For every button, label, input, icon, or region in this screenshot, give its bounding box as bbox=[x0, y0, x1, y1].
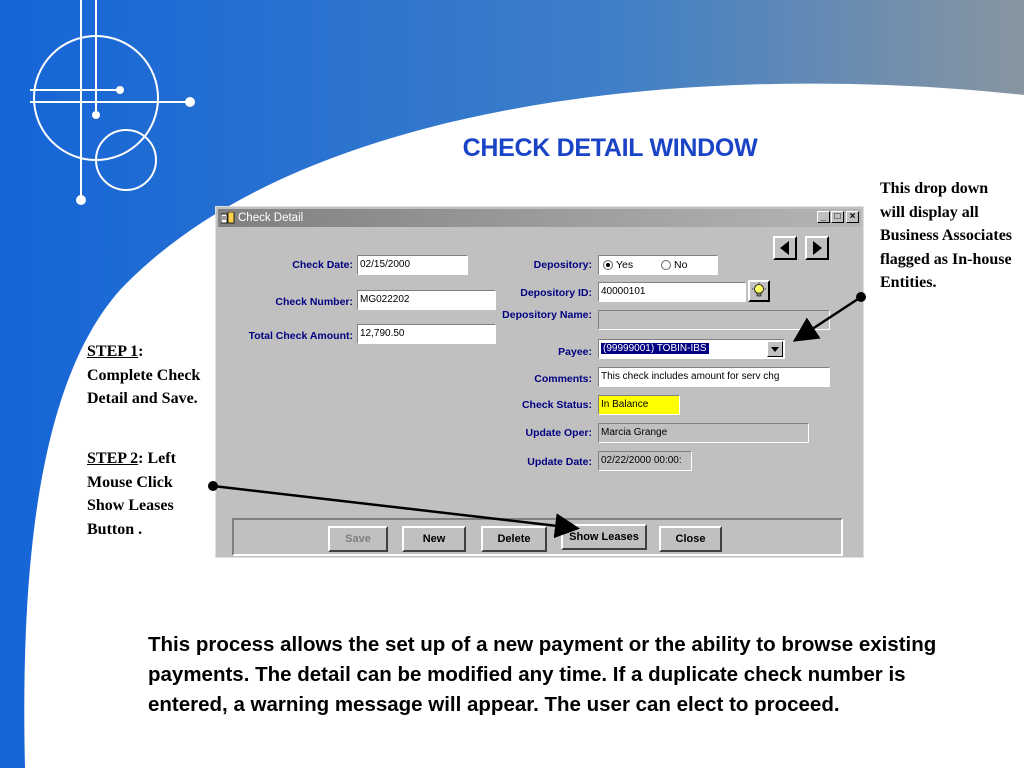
arrow-left-icon bbox=[780, 241, 789, 255]
payee-selected-value: (99999001) TOBIN-IBS bbox=[601, 343, 709, 354]
delete-button[interactable]: Delete bbox=[481, 526, 547, 552]
new-button[interactable]: New bbox=[402, 526, 466, 552]
check-status-label: Check Status: bbox=[521, 399, 592, 411]
previous-record-button[interactable] bbox=[773, 236, 797, 260]
depository-name-label: Depository Name: bbox=[502, 309, 592, 321]
chevron-down-icon bbox=[771, 347, 779, 352]
close-button[interactable]: Close bbox=[659, 526, 722, 552]
save-button[interactable]: Save bbox=[328, 526, 388, 552]
depository-no-label: No bbox=[674, 259, 688, 271]
decorative-circles bbox=[30, 0, 190, 200]
depository-label: Depository: bbox=[533, 259, 592, 271]
depository-id-field[interactable]: 40000101 bbox=[598, 282, 746, 302]
depository-radio-group: Yes No bbox=[598, 255, 718, 275]
check-number-label: Check Number: bbox=[275, 296, 353, 308]
dropdown-callout-note: This drop down will display all Business… bbox=[880, 180, 1013, 291]
depository-lookup-button[interactable] bbox=[748, 280, 770, 302]
window-title: Check Detail bbox=[238, 212, 304, 224]
lightbulb-icon bbox=[752, 282, 766, 297]
depository-yes-label: Yes bbox=[616, 259, 634, 271]
step2-note: STEP 2: Left Mouse Click Show Leases But… bbox=[87, 447, 212, 541]
check-status-field: In Balance bbox=[598, 395, 680, 415]
next-record-button[interactable] bbox=[805, 236, 829, 260]
comments-label: Comments: bbox=[534, 373, 592, 385]
arrow-right-icon bbox=[813, 241, 822, 255]
step2-text: : Left Mouse Click Show Leases Button . bbox=[87, 450, 176, 538]
close-window-button[interactable]: × bbox=[846, 211, 859, 223]
depository-no-radio[interactable] bbox=[661, 260, 671, 270]
update-oper-field: Marcia Grange bbox=[598, 423, 809, 443]
window-titlebar[interactable]: Check Detail _ □ × bbox=[218, 209, 861, 227]
update-date-label: Update Date: bbox=[527, 456, 592, 468]
depository-name-field bbox=[598, 310, 830, 330]
depository-id-label: Depository ID: bbox=[520, 287, 592, 299]
update-oper-label: Update Oper: bbox=[525, 427, 592, 439]
step2-label: STEP 2 bbox=[87, 450, 139, 467]
payee-label: Payee: bbox=[558, 346, 592, 358]
maximize-button[interactable]: □ bbox=[831, 211, 844, 223]
check-date-label: Check Date: bbox=[292, 259, 353, 271]
payee-dropdown-button[interactable] bbox=[767, 341, 783, 357]
comments-field[interactable]: This check includes amount for serv chg bbox=[598, 367, 830, 387]
description-paragraph: This process allows the set up of a new … bbox=[148, 633, 937, 716]
check-date-field[interactable]: 02/15/2000 bbox=[357, 255, 468, 275]
minimize-button[interactable]: _ bbox=[817, 211, 830, 223]
depository-yes-radio[interactable] bbox=[603, 260, 613, 270]
slide-title: CHECK DETAIL WINDOW bbox=[462, 134, 758, 162]
total-check-amount-label: Total Check Amount: bbox=[248, 330, 353, 342]
step1-note: STEP 1: Complete Check Detail and Save. bbox=[87, 340, 212, 411]
step1-label: STEP 1 bbox=[87, 343, 139, 360]
update-date-field: 02/22/2000 00:00: bbox=[598, 451, 692, 471]
check-detail-window: Check Detail _ □ × Check Date: 02/15/200… bbox=[215, 206, 864, 558]
check-number-field[interactable]: MG022202 bbox=[357, 290, 496, 310]
show-leases-button[interactable]: Show Leases bbox=[561, 524, 647, 550]
payee-dropdown[interactable]: (99999001) TOBIN-IBS bbox=[598, 339, 785, 359]
app-icon bbox=[221, 212, 235, 224]
step1-text: : Complete Check Detail and Save. bbox=[87, 343, 201, 407]
total-check-amount-field[interactable]: 12,790.50 bbox=[357, 324, 496, 344]
